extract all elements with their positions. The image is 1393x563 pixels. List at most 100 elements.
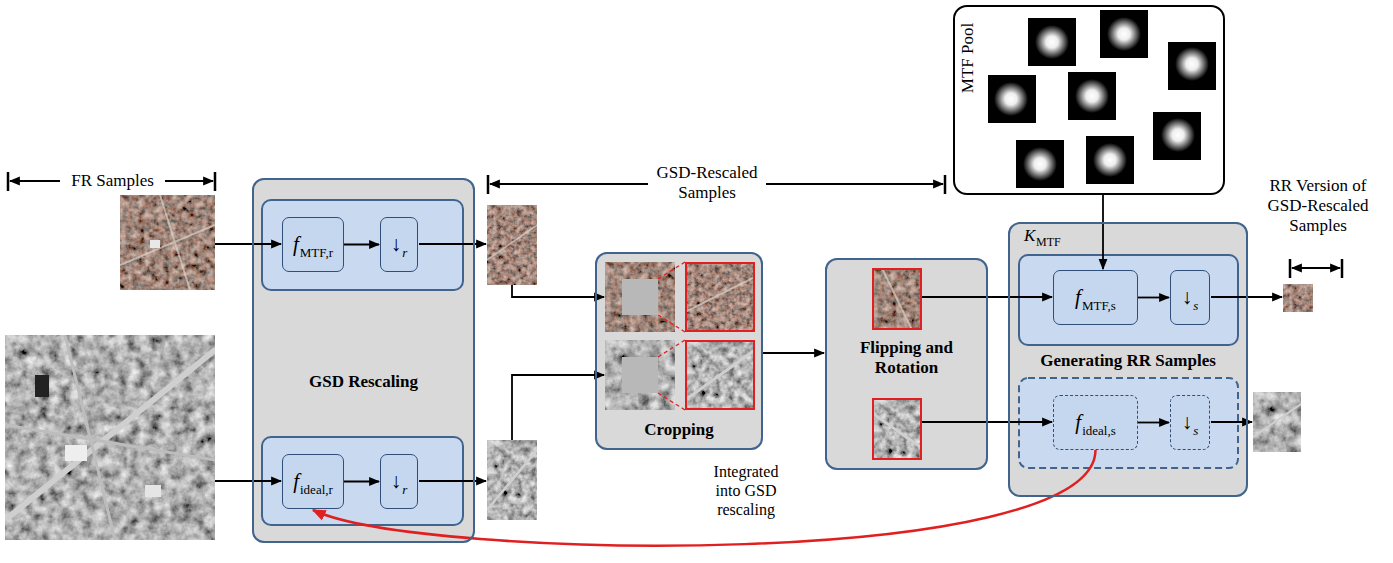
panel-fills	[252, 178, 1248, 543]
inner-box	[262, 200, 463, 290]
filter-box: fMTF,r	[282, 217, 344, 272]
symbol-group: ↓r	[391, 232, 408, 257]
rr-generation-panel: Generating RR Samples fMTF,s ↓s fideal,s ↓s	[1008, 222, 1248, 497]
kernel-bg	[1153, 112, 1201, 160]
cropping-panel: Cropping	[595, 252, 763, 450]
connector-arrow	[344, 481, 379, 483]
crop-region	[622, 357, 658, 393]
mtf-pool-box: MTF Pool	[953, 5, 1225, 195]
kernel-blob	[1023, 147, 1057, 181]
downsample-box: ↓r	[380, 454, 418, 509]
mtf-kernels	[988, 10, 1216, 188]
operator-symbol: ↓	[391, 232, 402, 256]
road	[872, 413, 922, 448]
texture	[487, 440, 537, 520]
flip-rotate-panel: Flipping and Rotation	[825, 258, 988, 470]
filter-box: fideal,r	[282, 454, 344, 509]
texture	[872, 398, 922, 460]
operator-symbol: ↓	[1182, 410, 1193, 434]
kernel-blob	[1161, 118, 1195, 152]
connector-arrow	[763, 352, 824, 354]
kernel	[1168, 42, 1216, 90]
kernel	[1016, 140, 1064, 188]
optional-filter-box: fideal,s	[1053, 395, 1138, 450]
texture	[605, 262, 675, 332]
kernel-blob	[1107, 17, 1141, 51]
kernel-blob	[1175, 47, 1209, 81]
kernel-bg	[1100, 10, 1148, 58]
optional-downsample-box: ↓s	[1170, 395, 1210, 450]
kernel-bg	[1068, 72, 1116, 120]
kernel	[988, 75, 1036, 123]
pool-title: MTF Pool	[958, 13, 978, 103]
texture	[685, 340, 755, 410]
symbol-group: ↓s	[1182, 285, 1199, 310]
panel-fill	[1008, 222, 1248, 497]
road	[487, 450, 537, 510]
red-frame	[873, 399, 921, 459]
kernel	[1086, 136, 1134, 184]
crop-pan-zoom	[685, 340, 755, 410]
red-frame	[873, 269, 921, 329]
bracket-label: FR Samples	[60, 171, 165, 191]
operator-subscript: r	[402, 245, 407, 260]
kernel-blob	[1035, 25, 1069, 59]
texture	[605, 340, 675, 410]
texture	[120, 195, 215, 290]
symbol-group: fMTF,r	[293, 232, 333, 257]
flip-pan-image	[872, 398, 922, 460]
roof	[145, 485, 161, 497]
connector-arrow	[1138, 422, 1169, 424]
operator-symbol: ↓	[1182, 285, 1193, 309]
symbol-group: ↓r	[391, 469, 408, 494]
symbol-group: fMTF,s	[1075, 285, 1116, 310]
operator-subscript: MTF,s	[1082, 298, 1116, 313]
operator-symbol: f	[293, 469, 299, 493]
road	[5, 335, 215, 540]
panel-title: Generating RR Samples	[1015, 351, 1241, 371]
crop-leaders	[658, 262, 685, 410]
flip-color-image	[872, 268, 922, 330]
panel-title: GSD Rescaling	[264, 372, 464, 392]
bracket-tick	[1290, 259, 1342, 278]
gsd-rescaling-panel: GSD RescalingfMTF,r↓rfideal,r↓r	[252, 178, 475, 543]
road	[685, 350, 755, 400]
panel-title: Flipping and Rotation	[842, 338, 972, 378]
texture	[487, 205, 537, 285]
flow-arrow	[215, 480, 281, 482]
kernel-blob	[1075, 79, 1109, 113]
downsample-box: ↓r	[380, 217, 418, 272]
rr-pan-image	[1253, 392, 1301, 452]
texture	[1283, 284, 1313, 312]
road	[5, 350, 215, 520]
edge-label: Integrated into GSD rescaling	[700, 462, 792, 519]
flow-arrow	[215, 243, 281, 245]
texture	[872, 268, 922, 330]
panel-title: Cropping	[604, 420, 754, 440]
symbol-group: fideal,s	[1075, 410, 1115, 435]
road	[685, 277, 755, 312]
roof	[150, 240, 160, 248]
crop-color-image	[605, 262, 675, 332]
connector-arrow	[988, 421, 1052, 423]
flow-arrow	[512, 285, 604, 297]
red-frame	[686, 341, 754, 409]
inner-box-dashed	[1019, 378, 1238, 468]
symbol-group: fideal,r	[293, 469, 333, 494]
panel-fill	[595, 252, 763, 450]
pool-fill	[953, 5, 1225, 195]
texture	[5, 335, 215, 540]
rr-color-image	[1283, 284, 1313, 312]
connector-arrow	[344, 244, 379, 246]
flow-arrow	[1211, 421, 1252, 423]
flow-arrows	[215, 244, 1282, 481]
kernel-bg	[1016, 140, 1064, 188]
operator-subscript: r	[402, 482, 407, 497]
connector-arrow	[1102, 195, 1104, 269]
road	[882, 268, 912, 330]
bracket-tick	[8, 172, 215, 191]
red-frame	[686, 263, 754, 331]
crop-pan-image	[605, 340, 675, 410]
flow-line	[922, 296, 988, 298]
fr-color-image	[120, 195, 215, 290]
